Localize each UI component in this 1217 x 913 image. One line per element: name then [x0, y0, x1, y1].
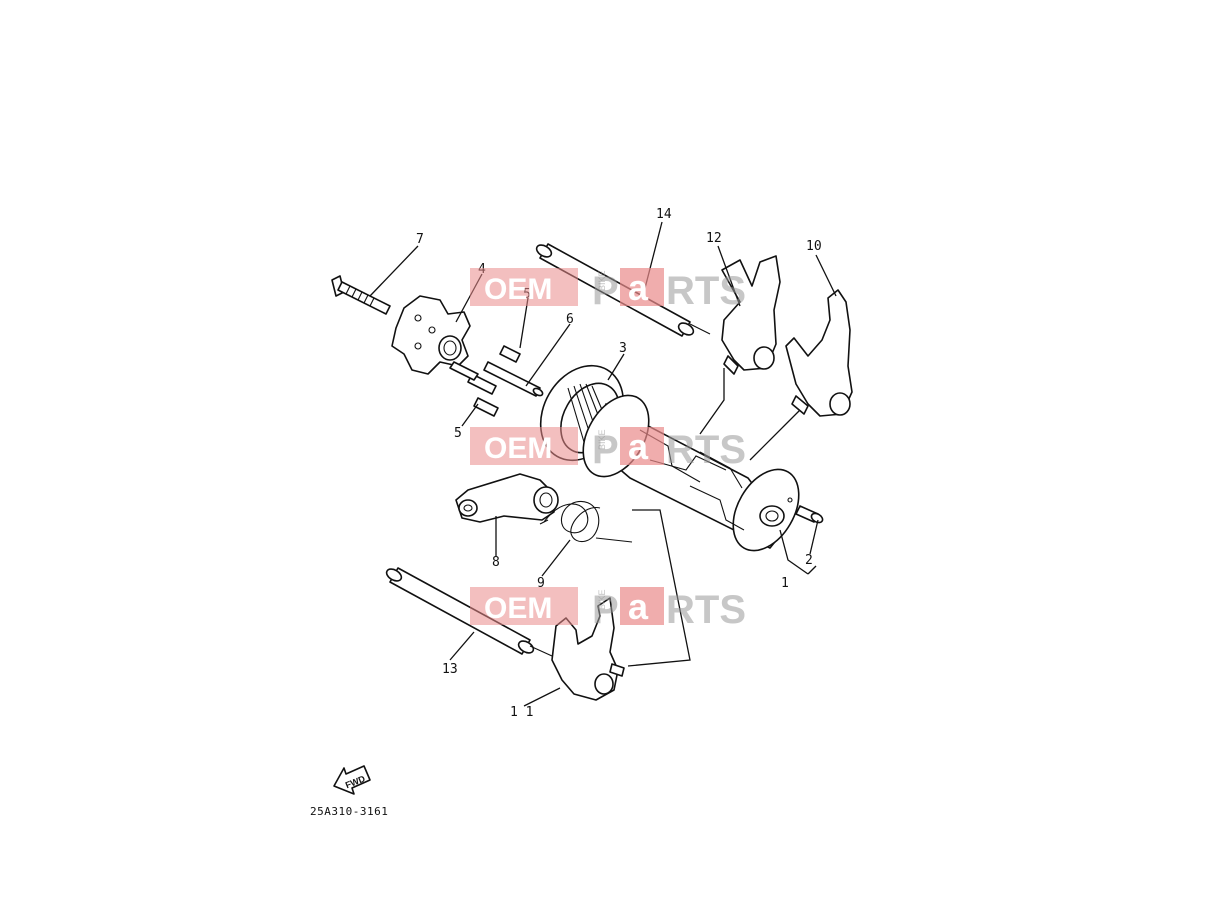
svg-text:OEM: OEM — [484, 432, 552, 465]
callout-2: 2 — [805, 553, 813, 568]
svg-text:a: a — [628, 267, 649, 308]
watermark-middle: OEM BIKE P a RTS — [470, 426, 746, 472]
callout-11: 1 1 — [510, 705, 533, 720]
part-12-shift-fork[interactable] — [721, 255, 781, 375]
callout-3: 3 — [619, 341, 627, 356]
svg-text:BIKE: BIKE — [597, 270, 607, 291]
svg-text:a: a — [628, 426, 649, 467]
callout-12: 12 — [706, 231, 722, 246]
part-9-torsion-spring[interactable] — [539, 500, 633, 543]
svg-text:P: P — [592, 588, 619, 632]
svg-text:P: P — [592, 428, 619, 472]
watermark-bottom: OEM BIKE P a RTS — [470, 586, 746, 632]
watermark-top: OEM BIKE P a RTS — [470, 267, 746, 313]
callout-1: 1 — [781, 576, 789, 591]
svg-text:RTS: RTS — [666, 269, 746, 313]
svg-text:OEM: OEM — [484, 273, 552, 306]
callout-8: 8 — [492, 555, 500, 570]
part-7-screw[interactable] — [331, 275, 391, 315]
part-6-pin[interactable] — [483, 361, 544, 397]
callout-6: 6 — [566, 312, 574, 327]
callout-9: 9 — [537, 576, 545, 591]
svg-text:RTS: RTS — [666, 588, 746, 632]
callout-5-lower: 5 — [454, 426, 462, 441]
part-2-pin[interactable] — [795, 505, 824, 524]
part-1-shift-cam[interactable] — [570, 384, 812, 562]
callout-10: 10 — [806, 239, 822, 254]
leader-lines — [369, 221, 837, 707]
diagram-code: 25A310-3161 — [310, 805, 388, 818]
part-8-stopper-lever[interactable] — [455, 473, 559, 523]
callout-7: 7 — [416, 232, 424, 247]
part-10-shift-fork[interactable] — [785, 289, 853, 417]
svg-text:OEM: OEM — [484, 592, 552, 625]
callout-14: 14 — [656, 207, 672, 222]
svg-text:BIKE: BIKE — [597, 429, 607, 450]
part-4-segment[interactable] — [391, 295, 471, 375]
svg-text:a: a — [628, 586, 649, 627]
part-5-pins[interactable] — [449, 345, 521, 417]
svg-text:RTS: RTS — [666, 428, 746, 472]
callout-13: 13 — [442, 662, 458, 677]
fwd-arrow-icon: FWD — [333, 765, 371, 795]
svg-text:P: P — [592, 269, 619, 313]
svg-text:BIKE: BIKE — [597, 589, 607, 610]
